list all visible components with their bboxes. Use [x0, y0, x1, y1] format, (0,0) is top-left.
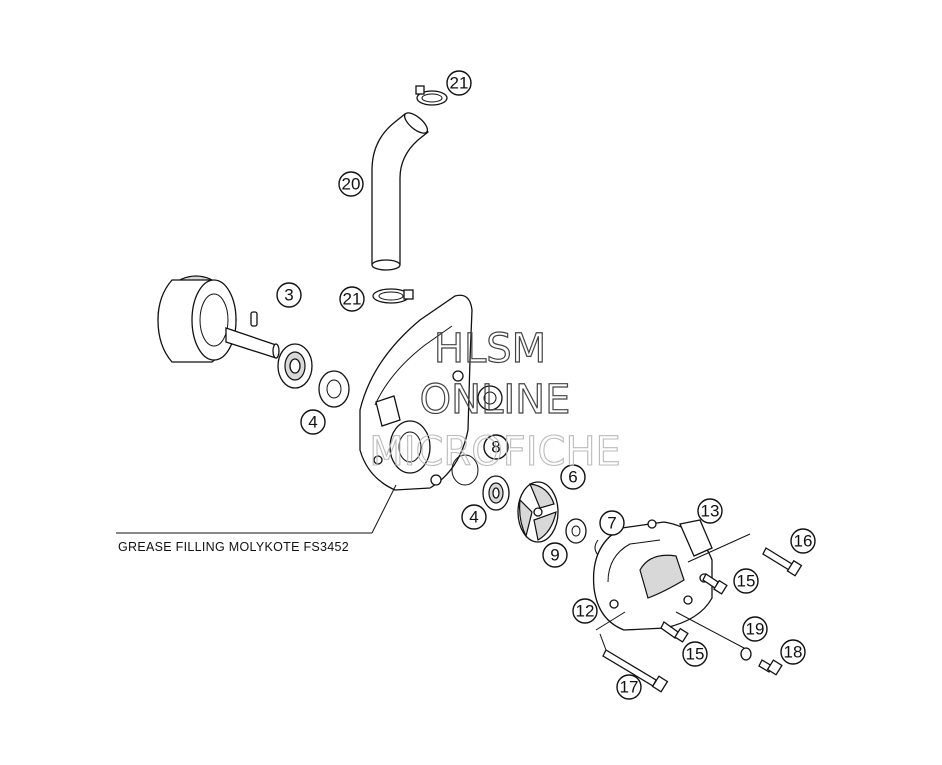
svg-text:3: 3 — [284, 286, 293, 305]
callout-4-left: 4 — [300, 409, 326, 435]
pump-gear-shaft — [157, 275, 280, 363]
callout-4-right: 4 — [461, 504, 487, 530]
callout-13: 13 — [697, 498, 723, 524]
callout-15-top: 15 — [733, 568, 759, 594]
watermark: HLSM ONLINE MICROFICHE — [369, 325, 622, 475]
watermark-line1: HLSM — [434, 326, 546, 372]
svg-text:16: 16 — [794, 532, 813, 551]
coolant-hose — [371, 112, 430, 271]
callout-12: 12 — [572, 598, 598, 624]
svg-text:6: 6 — [568, 468, 577, 487]
callout-17: 17 — [616, 674, 642, 700]
callout-16: 16 — [790, 528, 816, 554]
svg-text:4: 4 — [469, 508, 478, 527]
callout-9: 9 — [542, 542, 568, 568]
svg-text:21: 21 — [450, 74, 469, 93]
hose-clamp-bottom — [372, 288, 414, 304]
drain-screw-18 — [758, 659, 783, 676]
svg-text:7: 7 — [607, 514, 616, 533]
callout-15-bottom: 15 — [682, 641, 708, 667]
svg-text:8: 8 — [491, 438, 500, 457]
pump-housing — [359, 294, 473, 491]
watermark-line2: ONLINE — [420, 377, 571, 423]
svg-text:13: 13 — [701, 502, 720, 521]
svg-text:15: 15 — [737, 572, 756, 591]
callout-7: 7 — [599, 510, 625, 536]
svg-text:9: 9 — [550, 546, 559, 565]
callout-6: 6 — [560, 464, 586, 490]
washer-19 — [740, 647, 752, 661]
bolt-15-bottom — [660, 621, 689, 643]
bolt-15-top — [702, 573, 728, 595]
callout-21-top: 21 — [446, 70, 472, 96]
leader-lines — [116, 484, 751, 651]
seal-ring-8 — [477, 385, 503, 411]
svg-text:12: 12 — [576, 602, 595, 621]
watermark-line3: MICROFICHE — [369, 429, 621, 475]
shaft-bearing-right — [482, 475, 510, 511]
callout-20: 20 — [338, 171, 364, 197]
grease-annotation: GREASE FILLING MOLYKOTE FS3452 — [118, 540, 349, 554]
svg-text:15: 15 — [686, 645, 705, 664]
svg-text:21: 21 — [343, 290, 362, 309]
bolt-17 — [602, 649, 669, 693]
callout-18: 18 — [780, 639, 806, 665]
pump-cover — [592, 519, 713, 631]
impeller-washer — [565, 518, 587, 544]
callout-8: 8 — [483, 434, 509, 460]
svg-text:20: 20 — [342, 175, 361, 194]
shaft-seal-left — [318, 370, 350, 408]
callout-3: 3 — [276, 282, 302, 308]
bolt-16 — [762, 547, 803, 577]
svg-text:18: 18 — [784, 643, 803, 662]
svg-text:4: 4 — [308, 413, 317, 432]
impeller — [517, 481, 559, 543]
svg-text:19: 19 — [746, 620, 765, 639]
callout-21-bottom: 21 — [339, 286, 365, 312]
shaft-bearing-left — [277, 343, 313, 389]
hose-clamp-top — [415, 85, 448, 106]
svg-text:17: 17 — [620, 678, 639, 697]
callout-19: 19 — [742, 616, 768, 642]
o-ring — [451, 454, 479, 486]
